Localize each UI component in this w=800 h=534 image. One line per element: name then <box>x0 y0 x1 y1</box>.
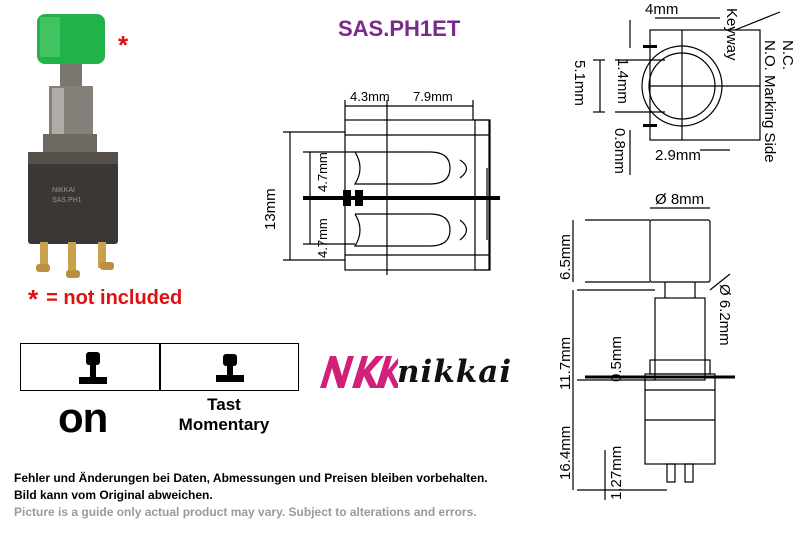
asterisk-mark: * <box>28 284 39 314</box>
dim-4-7-lower: 4.7mm <box>315 218 330 258</box>
top-view-drawing: 4mm 1.4mm 5.1mm 0.8mm 2.9mm Keyway N.C. … <box>571 1 796 175</box>
dim-0-5: 0.5mm <box>608 336 625 382</box>
dim-0-8: 0.8mm <box>611 128 628 174</box>
no-marking-label: N.O. Marking Side <box>761 40 778 163</box>
disclaimer: Fehler und Änderungen bei Daten, Abmessu… <box>14 470 488 521</box>
logo-text: nikkai <box>397 354 513 390</box>
dim-2-9: 2.9mm <box>655 147 701 164</box>
disclaimer-line: Picture is a guide only actual product m… <box>14 505 477 519</box>
svg-text:NIKKAI: NIKKAI <box>52 187 75 194</box>
nkk-logo-icon <box>320 356 398 388</box>
dim-dia-8: Ø 8mm <box>655 191 704 208</box>
disclaimer-line: Bild kann vom Original abweichen. <box>14 488 213 502</box>
dim-5-1: 5.1mm <box>571 60 588 106</box>
dim-6-5: 6.5mm <box>557 234 574 280</box>
dim-4-7-upper: 4.7mm <box>315 152 330 192</box>
dim-4-3: 4.3mm <box>350 89 390 104</box>
svg-text:SAS.PH1: SAS.PH1 <box>52 197 82 204</box>
not-included-text: = not included <box>46 287 183 309</box>
asterisk-mark: * <box>118 30 129 60</box>
dim-4: 4mm <box>645 1 678 18</box>
dim-dia-6-2: Ø 6.2mm <box>716 284 733 346</box>
side-view-drawing: 4.3mm 7.9mm 13mm 4.7mm 4.7mm <box>262 89 500 275</box>
dim-13: 13mm <box>262 188 279 230</box>
nc-label: N.C. <box>779 40 796 70</box>
keyway-label: Keyway <box>723 8 740 61</box>
disclaimer-line: Fehler und Änderungen bei Daten, Abmessu… <box>14 471 488 485</box>
not-included-note: * = not included <box>28 284 182 315</box>
dim-11-7: 11.7mm <box>557 337 574 390</box>
dim-7-9: 7.9mm <box>413 89 453 104</box>
momentary-label: Tast Momentary <box>150 395 298 435</box>
product-photo: NIKKAI SAS.PH1 <box>28 14 118 278</box>
tast-text: Tast <box>207 395 241 414</box>
on-label: on <box>58 394 108 441</box>
dim-16-4: 16.4mm <box>557 426 574 480</box>
switch-function-table <box>20 343 299 391</box>
pushbutton-momentary-icon <box>216 354 244 382</box>
momentary-text: Momentary <box>178 415 270 434</box>
dim-1-27: 1.27mm <box>608 446 625 500</box>
dim-1-4: 1.4mm <box>614 58 631 104</box>
product-title: SAS.PH1ET <box>338 16 461 41</box>
front-view-drawing: Ø 8mm 6.5mm Ø 6.2mm 11.7mm 0.5mm 16.4mm … <box>557 191 735 500</box>
pushbutton-on-icon <box>79 352 107 384</box>
